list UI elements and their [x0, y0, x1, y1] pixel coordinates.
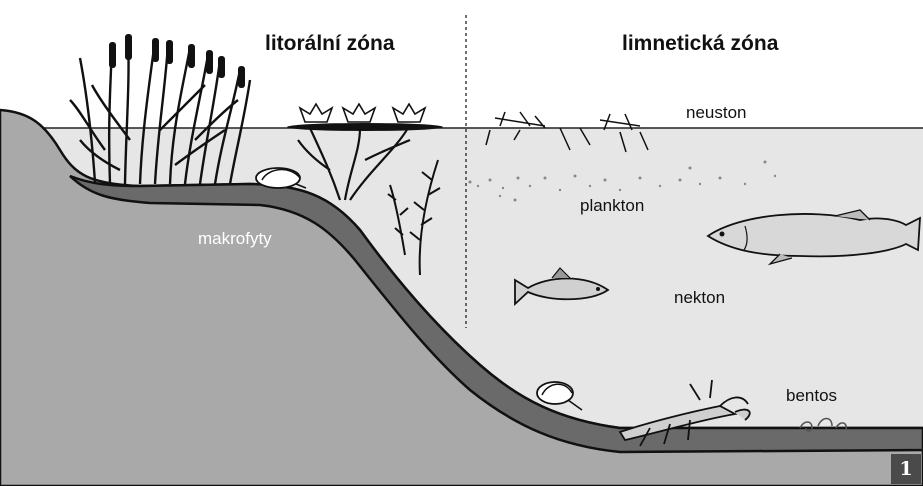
- makrofyty-label: makrofyty: [198, 229, 272, 249]
- limnetic-zone-label: limnetická zóna: [622, 32, 778, 56]
- neuston-label: neuston: [686, 103, 747, 123]
- bentos-label: bentos: [786, 386, 837, 406]
- figure-number-badge: 1: [891, 454, 921, 484]
- nekton-label: nekton: [674, 288, 725, 308]
- littoral-zone-label: litorální zóna: [265, 32, 395, 56]
- plankton-label: plankton: [580, 196, 644, 216]
